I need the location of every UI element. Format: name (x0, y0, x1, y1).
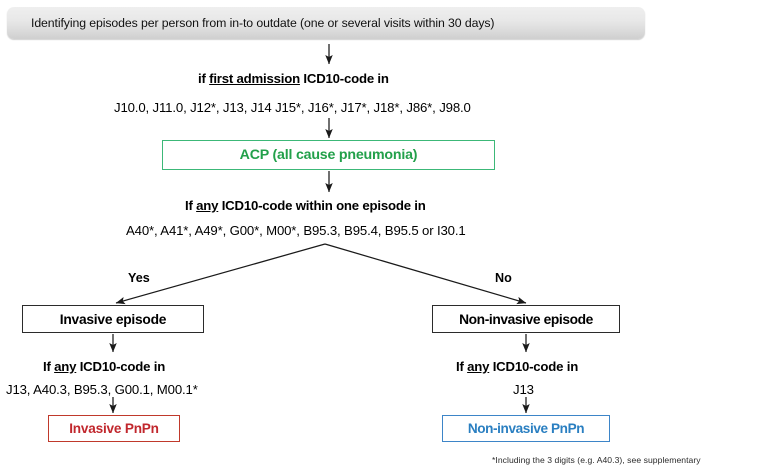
step2-question-prefix: If (185, 198, 197, 213)
acp-box-label: ACP (all cause pneumonia) (239, 147, 418, 163)
invasive-pnpn-box[interactable]: Invasive PnPn (48, 415, 180, 442)
left-question-emphasis: any (54, 359, 77, 374)
title-banner-label: Identifying episodes per person from in-… (31, 16, 495, 30)
step2-question-emphasis: any (196, 198, 219, 213)
right-codes: J13 (513, 382, 534, 397)
noninvasive-episode-box-label: Non-invasive episode (459, 311, 593, 327)
right-question: If any ICD10-code in (456, 360, 578, 373)
branch-label-no: No (495, 271, 512, 285)
noninvasive-episode-box[interactable]: Non-invasive episode (432, 305, 620, 333)
step1-codes: J10.0, J11.0, J12*, J13, J14 J15*, J16*,… (114, 100, 471, 115)
right-question-prefix: If (456, 359, 468, 374)
left-question-suffix: ICD10-code in (76, 359, 166, 374)
left-codes: J13, A40.3, B95.3, G00.1, M00.1* (6, 382, 198, 397)
noninvasive-pnpn-box[interactable]: Non-invasive PnPn (442, 415, 610, 442)
step1-question-suffix: ICD10-code in (299, 71, 389, 86)
step1-question: if first admission ICD10-code in (198, 72, 389, 85)
acp-box[interactable]: ACP (all cause pneumonia) (162, 140, 495, 170)
step2-question-suffix: ICD10-code within one episode in (218, 198, 426, 213)
step1-question-prefix: if (198, 71, 210, 86)
footnote: *Including the 3 digits (e.g. A40.3), se… (492, 455, 701, 465)
left-question: If any ICD10-code in (43, 360, 165, 373)
step2-question: If any ICD10-code within one episode in (185, 199, 426, 212)
noninvasive-pnpn-box-label: Non-invasive PnPn (467, 421, 585, 436)
step1-question-emphasis: first admission (209, 71, 300, 86)
left-question-prefix: If (43, 359, 55, 374)
right-question-suffix: ICD10-code in (489, 359, 579, 374)
invasive-episode-box-label: Invasive episode (59, 311, 167, 327)
title-banner: Identifying episodes per person from in-… (7, 7, 645, 39)
right-question-emphasis: any (467, 359, 490, 374)
invasive-episode-box[interactable]: Invasive episode (22, 305, 204, 333)
branch-label-yes: Yes (128, 271, 150, 285)
invasive-pnpn-box-label: Invasive PnPn (69, 421, 159, 436)
step2-codes: A40*, A41*, A49*, G00*, M00*, B95.3, B95… (126, 223, 466, 238)
